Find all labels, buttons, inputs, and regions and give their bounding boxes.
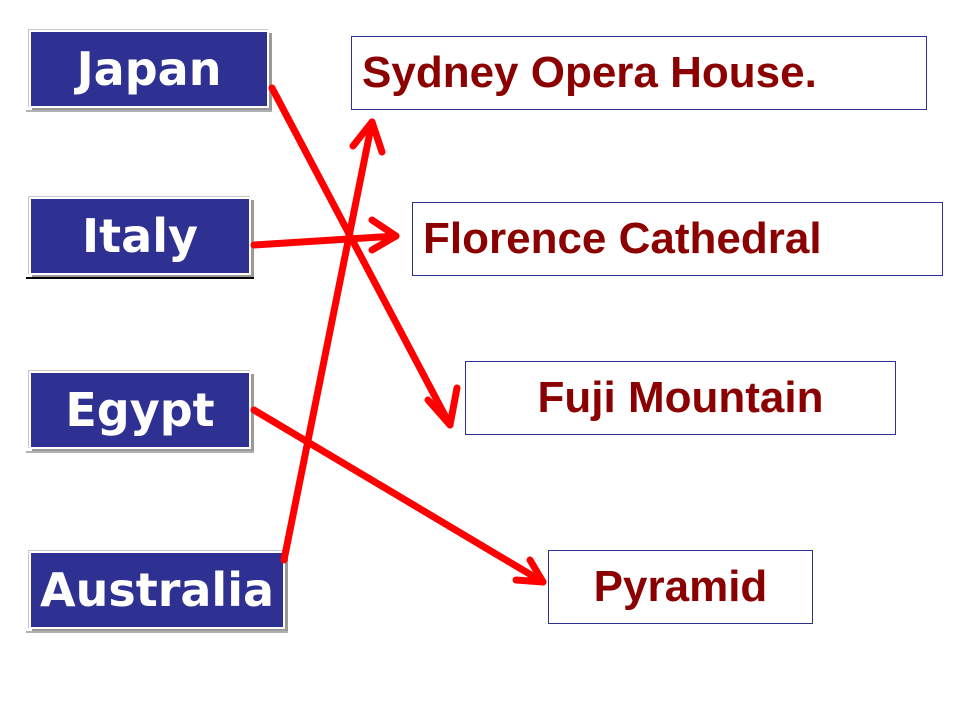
landmark-label: Fuji Mountain — [537, 373, 824, 422]
landmark-fuji-mountain: Fuji Mountain — [465, 361, 896, 435]
landmark-sydney-opera-house: Sydney Opera House. — [351, 36, 927, 110]
country-label: Egypt — [65, 383, 215, 437]
landmark-pyramid: Pyramid — [548, 550, 813, 624]
landmark-label: Sydney Opera House. — [362, 48, 817, 97]
divider — [26, 631, 288, 633]
country-egypt: Egypt — [29, 371, 251, 449]
arrow-italy-to-florence — [250, 216, 400, 254]
arrow-australia-to-sydney — [280, 118, 386, 564]
arrow-japan-to-fuji — [268, 84, 461, 429]
country-label: Italy — [82, 209, 198, 263]
country-label: Australia — [39, 563, 275, 617]
divider — [26, 277, 254, 279]
country-label: Japan — [76, 42, 222, 96]
arrow-egypt-to-pyramid — [250, 406, 547, 586]
divider — [26, 451, 254, 453]
landmark-florence-cathedral: Florence Cathedral — [412, 202, 943, 276]
country-australia: Australia — [29, 551, 285, 629]
country-japan: Japan — [29, 30, 269, 108]
divider — [26, 110, 272, 112]
landmark-label: Pyramid — [593, 562, 768, 611]
country-italy: Italy — [29, 197, 251, 275]
landmark-label: Florence Cathedral — [423, 214, 822, 263]
